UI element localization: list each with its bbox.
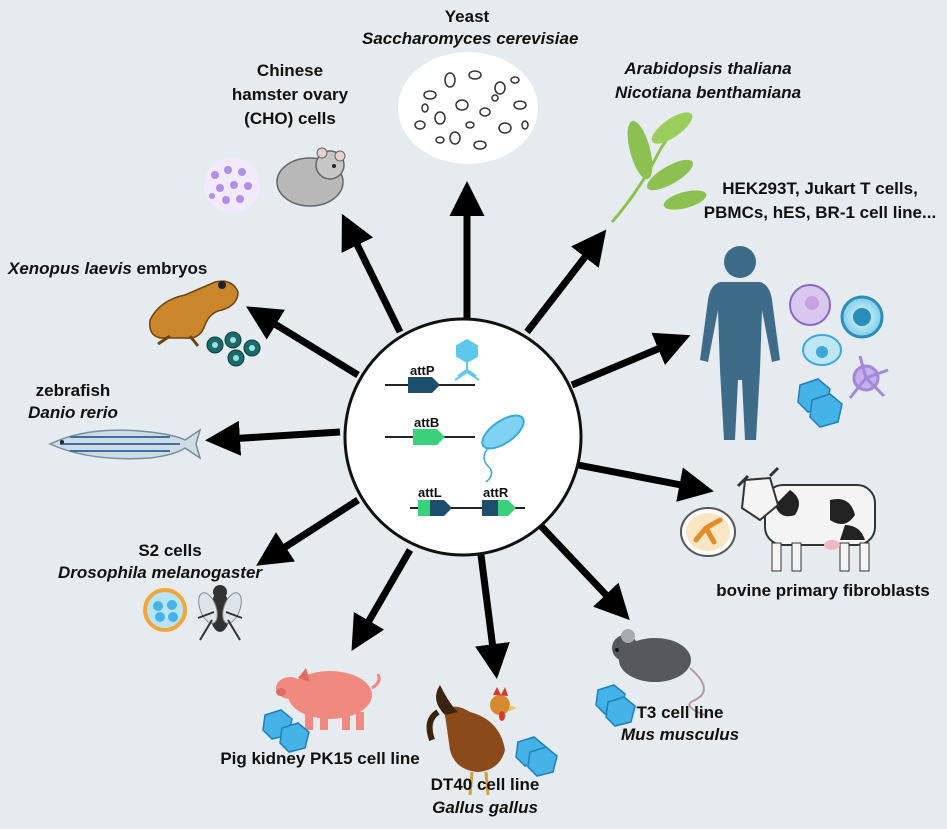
- chicken-cells-icon: [515, 736, 558, 777]
- arrow-human: [570, 332, 691, 389]
- yeast-common-label: Yeast: [444, 7, 490, 26]
- drosophila-species-label: Drosophila melanogaster: [57, 563, 263, 582]
- attB-construct: [385, 429, 475, 445]
- zebrafish-common-label: zebrafish: [35, 381, 111, 400]
- attR-label: attR: [483, 485, 509, 500]
- human-cells-icon: [789, 284, 889, 428]
- arrow-drosophila: [256, 497, 360, 566]
- xenopus-suffix: embryos: [131, 259, 208, 278]
- human-icon: [700, 246, 780, 440]
- arrow-chicken: [475, 554, 510, 679]
- chicken-cell-line-label: DT40 cell line: [430, 775, 540, 794]
- frog-icon: [148, 280, 239, 347]
- plant-icon: [610, 112, 707, 223]
- s2-cell-icon: [143, 588, 187, 632]
- mouse-cells-icon: [595, 684, 636, 727]
- arrow-cho: [341, 213, 404, 334]
- cho-label-2: hamster ovary: [231, 85, 349, 104]
- plant-species-label-1: Arabidopsis thaliana: [624, 59, 792, 78]
- yeast-species-label: Saccharomyces cerevisiae: [362, 29, 579, 48]
- pig-cells-icon: [262, 709, 310, 753]
- mouse-icon: [612, 629, 706, 716]
- arrow-bovine: [577, 461, 714, 502]
- rooster-icon: [426, 685, 517, 796]
- bacterium-icon: [481, 414, 525, 483]
- zebrafish-species-label: Danio rerio: [28, 403, 118, 422]
- chicken-species-label: Gallus gallus: [432, 798, 538, 817]
- bovine-label: bovine primary fibroblasts: [716, 581, 930, 600]
- zebrafish-icon: [48, 428, 202, 460]
- s2-cells-label: S2 cells: [138, 541, 202, 560]
- human-cells-label-1: HEK293T, Jukart T cells,: [722, 179, 918, 198]
- arrow-xenopus: [246, 306, 360, 378]
- attB-label: attB: [414, 415, 440, 430]
- plant-species-label-2: Nicotiana benthamiana: [614, 83, 802, 102]
- embryos-icon: [206, 331, 261, 367]
- arrow-mouse: [537, 522, 630, 621]
- hamster-icon: [276, 147, 346, 207]
- cho-label-1: Chinese: [256, 61, 324, 80]
- attP-label: attP: [410, 363, 435, 378]
- pig-icon: [276, 668, 381, 730]
- pig-cell-line-label: Pig kidney PK15 cell line: [220, 749, 420, 768]
- arrow-pig: [351, 548, 414, 652]
- cho-cells-icon: [204, 157, 260, 213]
- fly-icon: [197, 585, 243, 641]
- mouse-cell-line-label: T3 cell line: [636, 703, 724, 722]
- human-cells-label-2: PBMCs, hES, BR-1 cell line...: [703, 203, 937, 222]
- mouse-species-label: Mus musculus: [620, 725, 740, 744]
- arrow-zebrafish: [205, 420, 341, 456]
- cow-icon: [736, 466, 876, 572]
- attP-construct: [385, 377, 475, 393]
- arrows: [205, 181, 714, 679]
- xenopus-species: Xenopus laevis: [8, 259, 132, 278]
- xenopus-label: Xenopus laevis embryos: [8, 258, 207, 279]
- cho-label-3: (CHO) cells: [244, 109, 336, 128]
- phage-icon: [454, 338, 480, 381]
- fibroblast-dish-icon: [680, 507, 736, 557]
- yeast-icon: [398, 52, 538, 164]
- attL-label: attL: [418, 485, 442, 500]
- attLR-construct: [410, 500, 525, 516]
- arrow-plant: [524, 229, 607, 335]
